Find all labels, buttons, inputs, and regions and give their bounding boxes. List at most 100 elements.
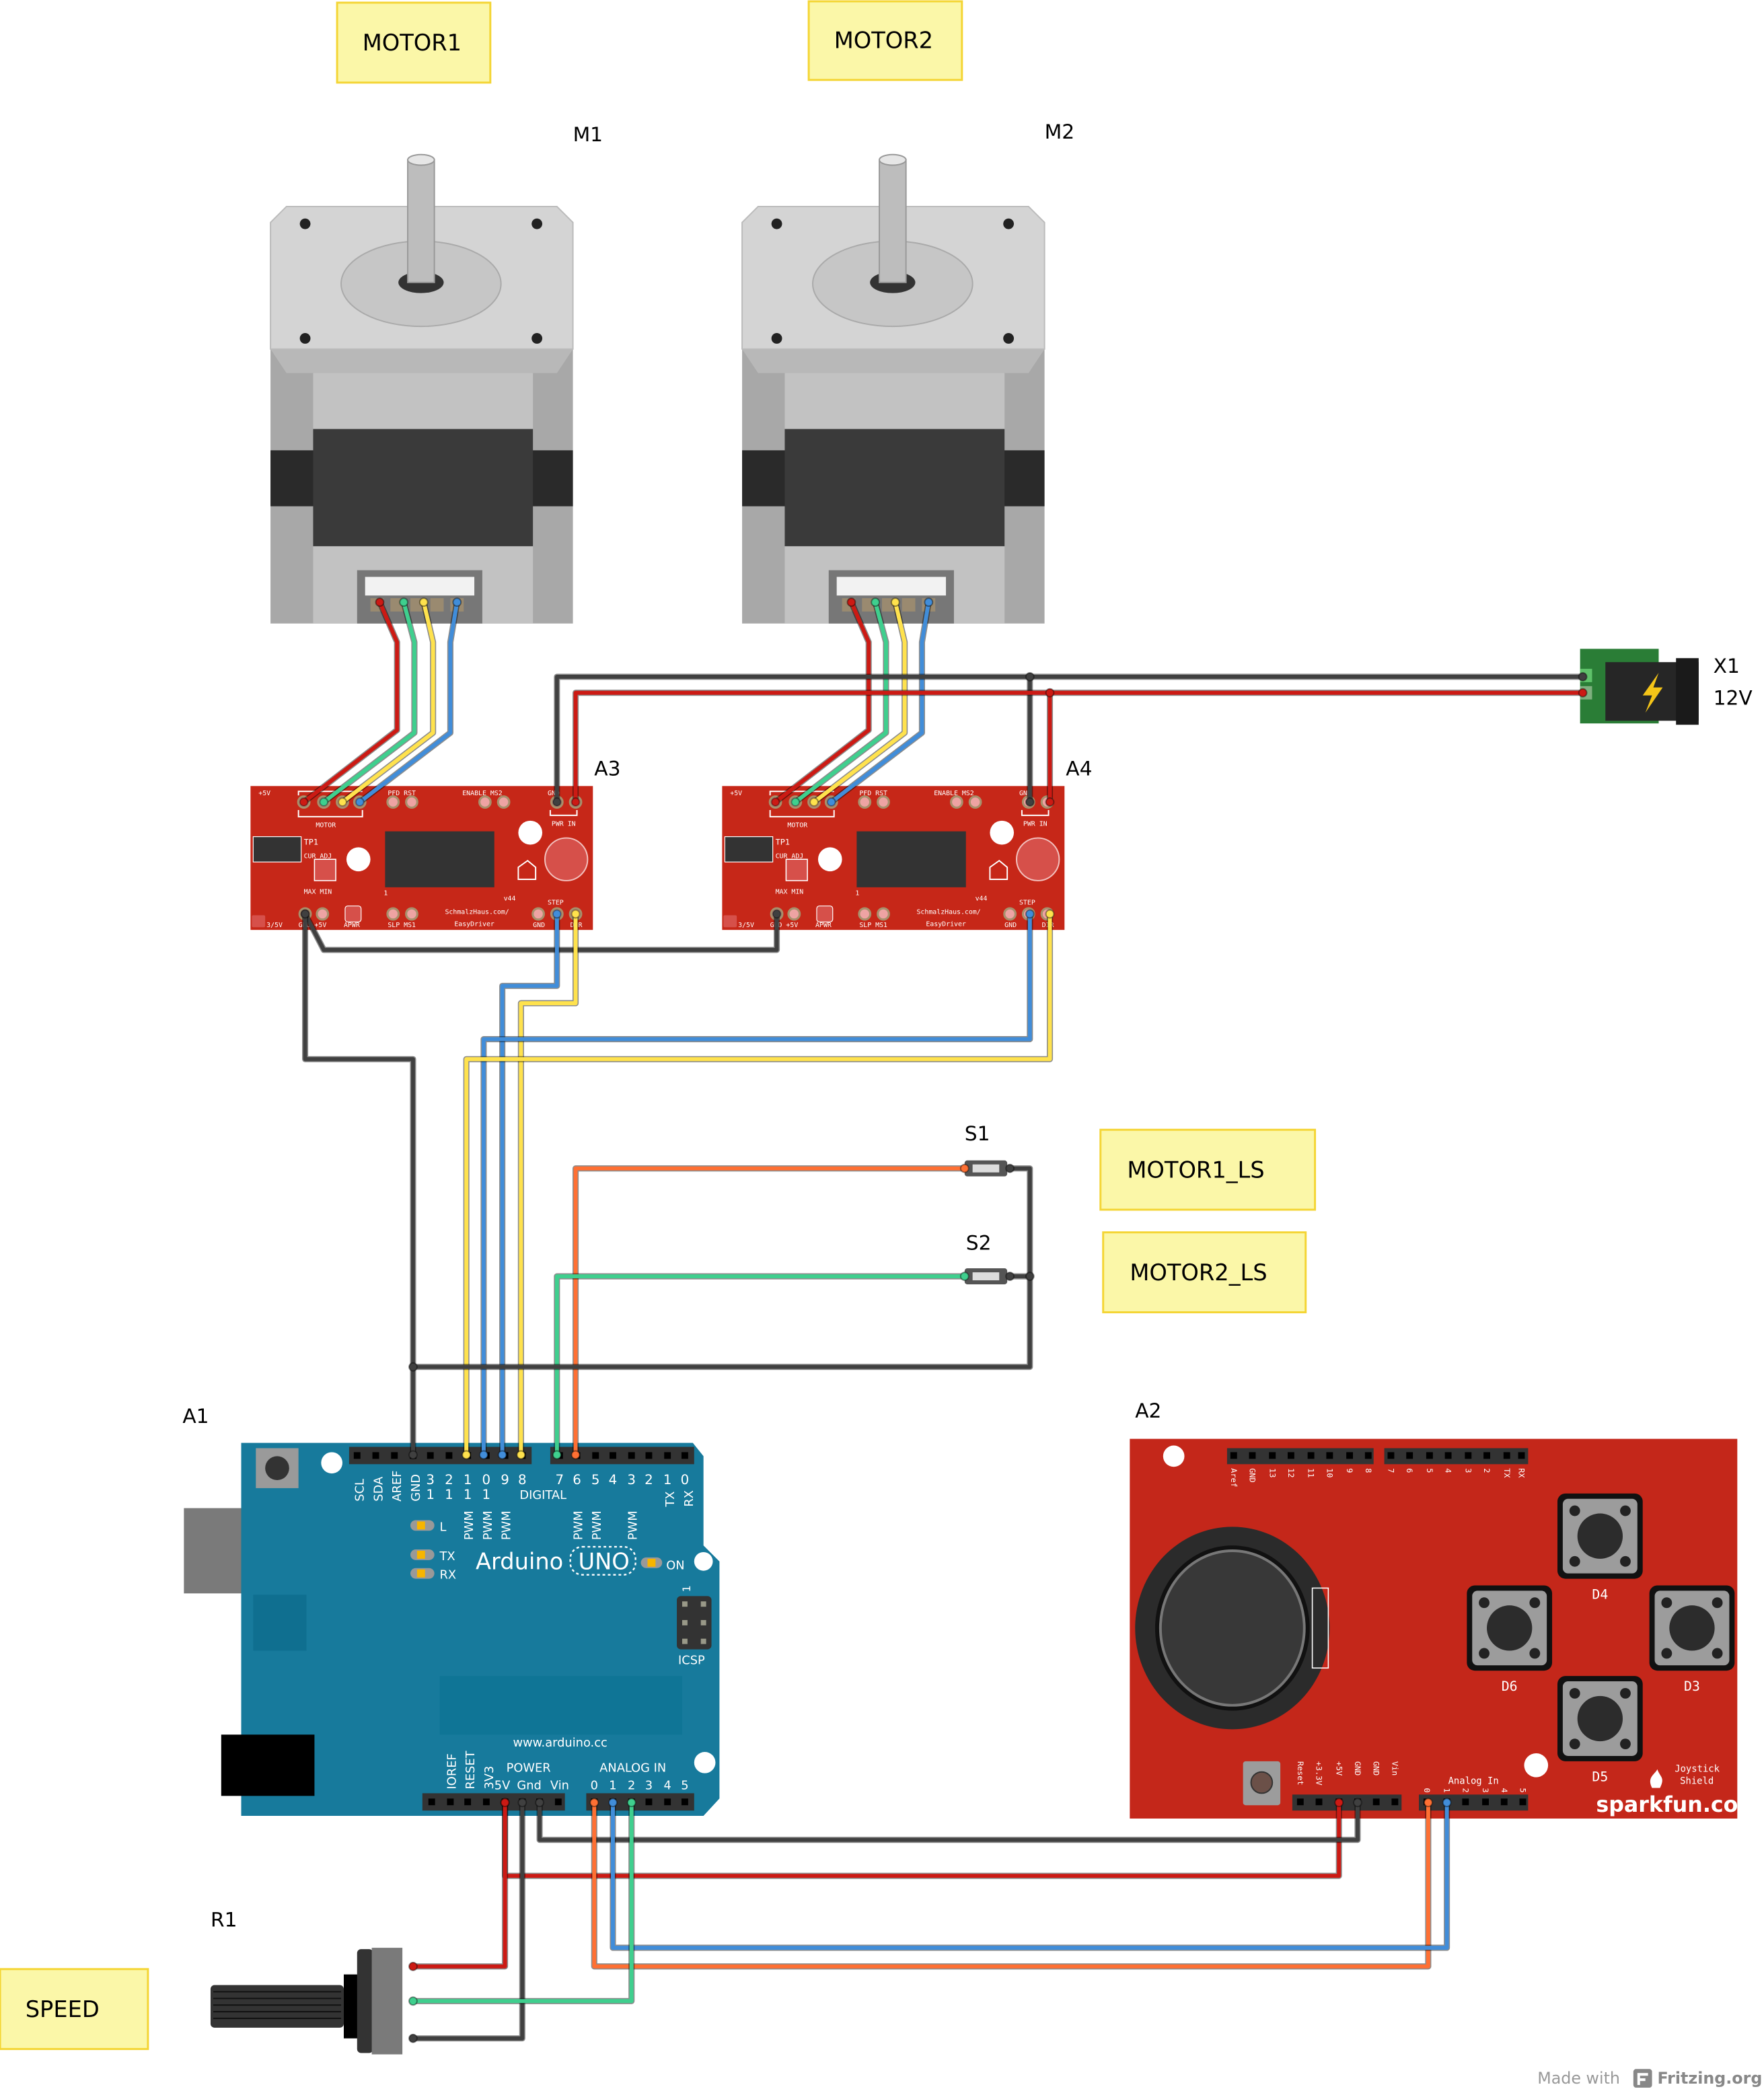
label-text: 4 [609, 1472, 618, 1488]
label-text: Made with [1537, 2069, 1620, 2088]
button-cap [1577, 1695, 1623, 1742]
switch-s1 [964, 1160, 1008, 1177]
part-label-a3: A3 [594, 757, 620, 780]
potentiometer-r1 [210, 1948, 403, 2055]
wire-end [462, 1450, 472, 1460]
driver-chip [385, 831, 494, 887]
label-text: DIGITAL [519, 1488, 566, 1502]
stepper-motor-m1 [270, 153, 574, 624]
part-label-s2: S2 [966, 1231, 992, 1255]
pwm-label: PWM [590, 1510, 604, 1540]
part-label-x1: X1 [1714, 655, 1740, 678]
arduino-brand: Arduino [476, 1549, 563, 1575]
label-text: TX [1502, 1468, 1512, 1478]
wire-end [1005, 1163, 1015, 1173]
label-text: SchmalzHaus.com/ [916, 908, 980, 916]
motor1-wire-blue [355, 597, 462, 807]
label-text: TX [663, 1492, 677, 1508]
wire-end [1025, 1272, 1035, 1281]
wire-end [375, 597, 385, 607]
wire-end [552, 1450, 562, 1460]
step-wire-a3 [497, 909, 562, 1460]
label-text: MAX MIN [304, 889, 332, 896]
label-text: 3 [627, 1472, 636, 1488]
motor2-wire-red [770, 597, 872, 807]
wire-end [589, 1798, 599, 1808]
label-text: SCL [353, 1479, 367, 1502]
wire-end [355, 797, 365, 807]
note-text: MOTOR2 [834, 27, 933, 53]
wire-path [322, 601, 416, 804]
pin-pad [405, 795, 418, 809]
wire-end [608, 1798, 618, 1808]
mounting-hole [990, 820, 1015, 845]
label-text: 1 [609, 1778, 616, 1792]
label-text: www.arduino.cc [513, 1736, 607, 1750]
wire-end [1005, 1272, 1015, 1281]
dc-jack [221, 1734, 315, 1796]
pin-pad [497, 795, 511, 809]
pwm-label: PWM [462, 1510, 476, 1540]
driver-chip [856, 831, 966, 887]
label-text: 5 [1425, 1468, 1434, 1473]
part-label-x1_value: 12V [1714, 687, 1753, 710]
screw-hole-icon [531, 333, 543, 344]
screw-hole-icon [1003, 218, 1015, 229]
label-text: 2 [645, 1472, 653, 1488]
mounting-hole [817, 847, 842, 872]
mounting-hole [518, 820, 543, 845]
switch-s2-signal-wire [552, 1272, 969, 1460]
pwm-label: PWM [571, 1510, 585, 1540]
switch-s1-signal-wire [571, 1163, 969, 1460]
wire-end [959, 1163, 969, 1173]
wire-end [408, 1961, 418, 1971]
pin-pad [316, 907, 330, 921]
wire-end [791, 797, 801, 807]
note-speed: SPEED [0, 1968, 149, 2051]
note-background [1099, 1128, 1317, 1211]
wire-path [412, 1166, 1032, 1369]
label-text: 0 [1422, 1788, 1432, 1792]
wire-end [408, 2033, 418, 2043]
button-label: D6 [1502, 1679, 1518, 1694]
label-text: 8 [1364, 1468, 1373, 1473]
label-text: +5V [258, 790, 270, 797]
label-text: MAX MIN [776, 889, 804, 896]
wire-path [554, 1274, 965, 1455]
label-text: SLP MS1 [388, 922, 416, 929]
wire-end [300, 909, 310, 919]
wire-end [1334, 1798, 1344, 1808]
wire-path [481, 914, 1032, 1455]
label-text: 3 [1481, 1788, 1490, 1792]
label-text: RX [440, 1568, 457, 1582]
label-text: Joystick [1675, 1764, 1720, 1775]
motor1-wire-yellow [338, 597, 437, 807]
lightning-icon [1642, 673, 1663, 713]
label-text: 5V [494, 1778, 511, 1792]
label-text: 1 [482, 1487, 491, 1502]
label-text: RESET [464, 1751, 478, 1789]
pin-header [586, 1793, 694, 1811]
wire-end [1045, 688, 1055, 698]
label-text: GND [1004, 922, 1017, 929]
wire-end [809, 797, 819, 807]
pwm-label: PWM [626, 1510, 640, 1540]
motor-band-center [313, 429, 534, 546]
label-text: STEP [1019, 900, 1035, 907]
label-text: 7 [1386, 1468, 1395, 1473]
label-text: 6 [573, 1472, 581, 1488]
pin-pad [877, 795, 890, 809]
wire-end [1025, 909, 1035, 919]
capacitor [544, 837, 589, 881]
label-text: 1 [855, 890, 859, 897]
wire-end [1045, 909, 1055, 919]
note-motor2: MOTOR2 [807, 0, 963, 81]
arduino-model: UNO [579, 1549, 630, 1575]
motor-band-center [784, 429, 1005, 546]
pin-pad [405, 907, 418, 921]
house-icon [517, 859, 537, 880]
wire-path [412, 1802, 507, 1969]
button-cap [1669, 1605, 1715, 1651]
